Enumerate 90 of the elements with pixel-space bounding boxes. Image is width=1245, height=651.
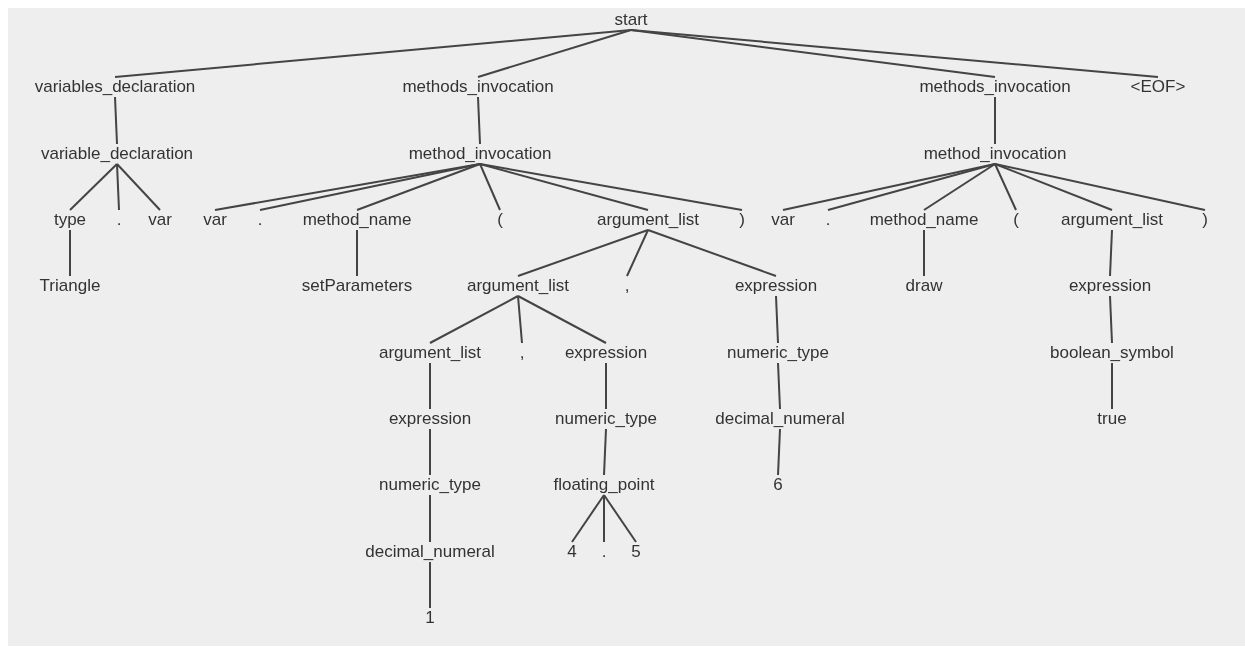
tree-edge <box>429 428 431 476</box>
tree-node-label: expression <box>733 276 819 296</box>
tree-edge <box>479 163 649 211</box>
tree-edge <box>647 229 777 277</box>
tree-node-label: argument_list <box>1059 210 1165 230</box>
tree-node-label: setParameters <box>300 276 414 296</box>
tree-edge <box>923 229 925 277</box>
tree-node-label: variables_declaration <box>33 77 197 97</box>
tree-node-label: . <box>115 210 123 230</box>
tree-edge <box>429 494 431 543</box>
tree-node-label: . <box>256 210 264 230</box>
tree-node-label: 1 <box>424 608 436 628</box>
tree-node-label: 6 <box>772 475 784 495</box>
tree-node-label: var <box>770 210 796 230</box>
tree-edge <box>994 163 1206 211</box>
tree-edge <box>775 295 779 344</box>
tree-edge <box>603 494 637 543</box>
tree-edge <box>517 295 607 344</box>
tree-node-label: 4 <box>566 542 578 562</box>
tree-node-label: , <box>518 343 526 363</box>
tree-node-label: ) <box>738 210 746 230</box>
tree-node-label: Triangle <box>38 276 102 296</box>
tree-edge <box>479 163 743 211</box>
tree-node-label: argument_list <box>377 343 483 363</box>
tree-node-label: 5 <box>630 542 642 562</box>
tree-edge <box>356 163 481 211</box>
tree-edge <box>994 96 996 145</box>
tree-node-label: type <box>52 210 88 230</box>
tree-edge <box>69 163 118 211</box>
tree-edge <box>429 362 431 410</box>
tree-edge <box>1109 229 1113 277</box>
tree-edge <box>605 362 607 410</box>
tree-edge <box>517 295 523 344</box>
tree-node-label: method_invocation <box>407 144 553 164</box>
tree-edge <box>1109 295 1113 344</box>
tree-node-label: methods_invocation <box>918 77 1072 97</box>
tree-node-label: expression <box>387 409 473 429</box>
tree-edge <box>827 163 996 211</box>
tree-edge <box>603 494 605 543</box>
tree-node-label: ( <box>496 210 504 230</box>
tree-node-label: var <box>202 210 228 230</box>
tree-edge <box>479 163 501 211</box>
tree-node-label: argument_list <box>465 276 571 296</box>
tree-node-label: start <box>613 10 649 30</box>
tree-edge <box>429 295 519 344</box>
tree-node-label: var <box>147 210 173 230</box>
tree-node-label: method_name <box>868 210 980 230</box>
tree-node-label: boolean_symbol <box>1049 343 1175 363</box>
tree-edge <box>429 561 431 609</box>
tree-edge <box>69 229 71 277</box>
tree-edge <box>630 29 1159 78</box>
tree-edge <box>114 96 118 145</box>
tree-node-label: numeric_type <box>725 343 831 363</box>
tree-edge <box>356 229 358 277</box>
tree-node-label: method_name <box>301 210 413 230</box>
tree-edge <box>923 163 996 211</box>
tree-edge <box>626 229 649 277</box>
tree-edge <box>259 163 481 211</box>
tree-node-label: method_invocation <box>922 144 1068 164</box>
tree-node-label: variable_declaration <box>39 144 195 164</box>
tree-node-label: numeric_type <box>553 409 659 429</box>
tree-node-label: decimal_numeral <box>714 409 846 429</box>
tree-node-label: ) <box>1201 210 1209 230</box>
tree-node-label: <EOF> <box>1129 77 1187 97</box>
tree-node-label: floating_point <box>552 475 656 495</box>
tree-node-label: , <box>623 276 631 296</box>
tree-node-label: methods_invocation <box>401 77 555 97</box>
tree-edge <box>994 163 1017 211</box>
tree-edge <box>777 428 781 476</box>
tree-edge <box>114 29 632 78</box>
tree-edge <box>1111 362 1113 410</box>
tree-edge <box>517 229 649 277</box>
tree-node-label: decimal_numeral <box>364 542 496 562</box>
tree-edge <box>777 362 781 410</box>
tree-edge <box>571 494 605 543</box>
tree-node-label: . <box>824 210 832 230</box>
tree-edge <box>477 96 481 145</box>
tree-node-label: . <box>600 542 608 562</box>
tree-edge <box>116 163 120 211</box>
tree-node-label: numeric_type <box>377 475 483 495</box>
tree-node-label: expression <box>563 343 649 363</box>
tree-edge <box>603 428 607 476</box>
tree-edge <box>116 163 161 211</box>
tree-edge <box>994 163 1113 211</box>
tree-node-label: ( <box>1012 210 1020 230</box>
tree-node-label: draw <box>904 276 944 296</box>
tree-edge <box>477 29 632 78</box>
tree-node-label: expression <box>1067 276 1153 296</box>
tree-node-label: argument_list <box>595 210 701 230</box>
tree-node-label: true <box>1096 409 1128 429</box>
